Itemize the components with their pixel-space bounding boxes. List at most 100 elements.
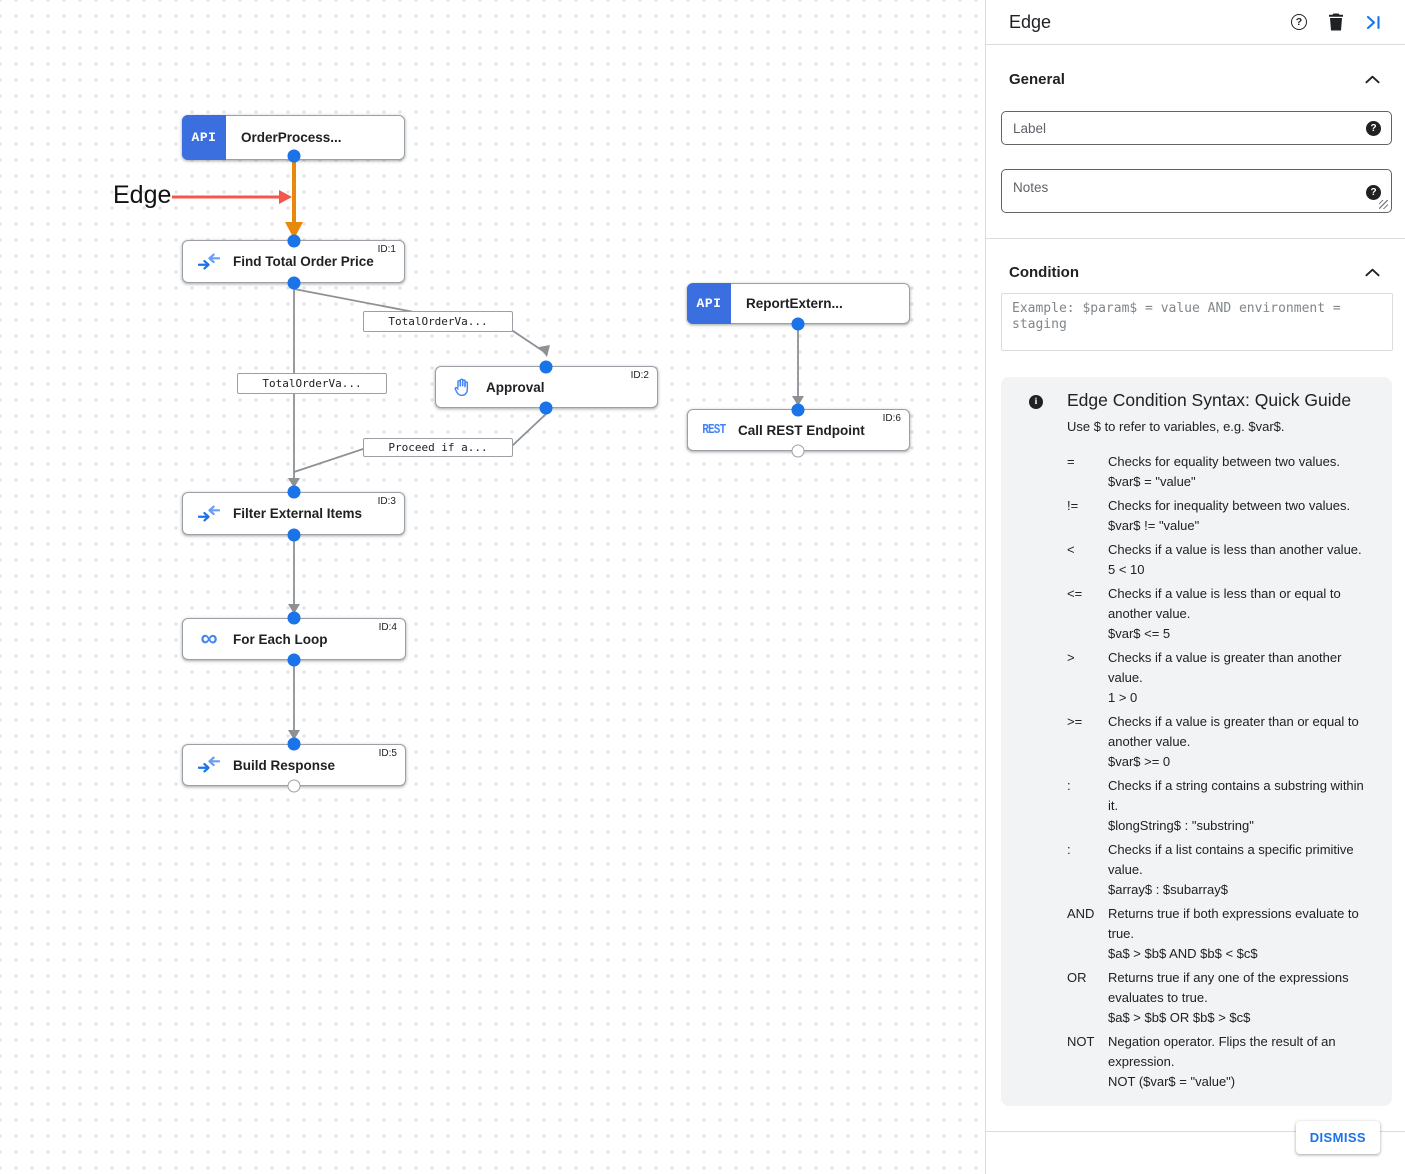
edge-condition-label[interactable]: TotalOrderVa...: [237, 373, 387, 394]
port-out[interactable]: [287, 528, 301, 542]
node-build-response[interactable]: Build Response ID:5: [182, 744, 406, 786]
label-input[interactable]: [1002, 120, 1391, 136]
data-mapping-icon: [197, 253, 221, 271]
collapse-panel-icon[interactable]: [1365, 15, 1381, 30]
flow-canvas[interactable]: Edge API OrderProcess... Find Total Orde…: [0, 0, 985, 1174]
rule-description: Returns true if any one of the expressio…: [1108, 970, 1349, 1005]
data-mapping-icon: [197, 505, 221, 523]
node-id-badge: ID:4: [378, 622, 397, 633]
rule-description: Checks if a string contains a substring …: [1108, 778, 1364, 813]
guide-rule: = Checks for equality between two values…: [1067, 452, 1376, 492]
notes-help-icon[interactable]: ?: [1366, 185, 1381, 200]
annotation-edge-label: Edge: [113, 181, 172, 209]
data-mapping-icon: [197, 756, 221, 774]
loop-infinity-icon: ∞: [200, 625, 218, 652]
guide-rule: OR Returns true if any one of the expres…: [1067, 968, 1376, 1028]
dismiss-button[interactable]: DISMISS: [1295, 1121, 1380, 1154]
gray-arrowheads: [288, 345, 804, 740]
node-id-badge: ID:2: [630, 370, 649, 381]
guide-intro: Use $ to refer to variables, e.g. $var$.: [1067, 419, 1285, 434]
port-in[interactable]: [287, 485, 301, 499]
rule-description: Negation operator. Flips the result of a…: [1108, 1034, 1336, 1069]
node-id-badge: ID:1: [377, 244, 396, 255]
port-in[interactable]: [287, 737, 301, 751]
port-out[interactable]: [791, 317, 805, 331]
help-icon[interactable]: ?: [1291, 14, 1307, 30]
textarea-resize-handle[interactable]: [1379, 200, 1388, 209]
rule-description: Checks if a value is less than or equal …: [1108, 586, 1341, 621]
port-in[interactable]: [287, 234, 301, 248]
rule-example: 1 > 0: [1108, 690, 1138, 705]
footer-divider: [986, 1131, 1405, 1132]
node-title: For Each Loop: [233, 631, 328, 647]
label-help-icon[interactable]: ?: [1366, 120, 1381, 136]
rule-example: $var$ != "value": [1108, 518, 1200, 533]
node-title: Approval: [486, 379, 545, 395]
port-in[interactable]: [287, 611, 301, 625]
general-section-header[interactable]: General: [986, 71, 1405, 88]
port-in[interactable]: [791, 403, 805, 417]
delete-icon[interactable]: [1328, 13, 1344, 31]
guide-rule: : Checks if a string contains a substrin…: [1067, 776, 1376, 836]
node-order-process-trigger[interactable]: API OrderProcess...: [182, 115, 405, 160]
rule-example: $var$ = "value": [1108, 474, 1196, 489]
node-title: OrderProcess...: [241, 130, 342, 145]
port-out[interactable]: [287, 149, 301, 163]
rule-example: $array$ : $subarray$: [1108, 882, 1228, 897]
guide-rule: : Checks if a list contains a specific p…: [1067, 840, 1376, 900]
rule-description: Checks for inequality between two values…: [1108, 498, 1351, 513]
label-field-wrapper: ?: [1001, 111, 1392, 145]
annotation-arrow: [172, 190, 292, 204]
port-in[interactable]: [539, 360, 553, 374]
rule-operator: NOT: [1067, 1034, 1095, 1049]
rule-example: $var$ >= 0: [1108, 754, 1171, 769]
node-title: Call REST Endpoint: [738, 422, 865, 438]
panel-header: Edge ?: [986, 0, 1405, 45]
rule-operator: :: [1067, 842, 1071, 857]
rule-operator: OR: [1067, 970, 1087, 985]
port-out-empty[interactable]: [791, 444, 805, 458]
rest-icon: REST: [702, 422, 726, 438]
guide-rule: < Checks if a value is less than another…: [1067, 540, 1376, 580]
node-id-badge: ID:5: [378, 748, 397, 759]
edge-find-to-approval: [293, 288, 544, 352]
rule-operator: :: [1067, 778, 1071, 793]
rule-description: Checks if a value is greater than anothe…: [1108, 650, 1342, 685]
port-out[interactable]: [287, 653, 301, 667]
node-id-badge: ID:6: [882, 413, 901, 424]
port-out[interactable]: [287, 276, 301, 290]
node-report-extern-trigger[interactable]: API ReportExtern...: [687, 283, 910, 324]
rule-description: Checks if a value is greater than or equ…: [1108, 714, 1359, 749]
edge-condition-label[interactable]: Proceed if a...: [363, 438, 513, 457]
condition-input[interactable]: [1001, 293, 1393, 351]
rule-description: Checks if a value is less than another v…: [1108, 542, 1362, 557]
node-title: ReportExtern...: [746, 296, 843, 311]
node-title: Filter External Items: [233, 506, 363, 521]
api-trigger-badge: API: [687, 283, 731, 324]
api-trigger-badge: API: [182, 115, 226, 160]
port-out-empty[interactable]: [287, 779, 301, 793]
rule-operator: !=: [1067, 498, 1079, 513]
rule-operator: >: [1067, 650, 1075, 665]
section-divider: [986, 238, 1405, 239]
guide-title: Edge Condition Syntax: Quick Guide: [1067, 390, 1352, 410]
node-for-each-loop[interactable]: ∞ For Each Loop ID:4: [182, 618, 406, 660]
rule-example: $var$ <= 5: [1108, 626, 1171, 641]
notes-input[interactable]: [1002, 170, 1391, 204]
guide-rule: AND Returns true if both expressions eva…: [1067, 904, 1376, 964]
node-title: Build Response: [233, 757, 336, 773]
port-out[interactable]: [539, 401, 553, 415]
rule-example: NOT ($var$ = "value"): [1108, 1074, 1236, 1089]
chevron-up-icon[interactable]: [1365, 75, 1380, 84]
edge-condition-label[interactable]: TotalOrderVa...: [363, 311, 513, 332]
edge-properties-panel: Edge ? General: [985, 0, 1405, 1174]
general-section-title: General: [1009, 71, 1065, 88]
rule-description: Checks if a list contains a specific pri…: [1108, 842, 1354, 877]
chevron-up-icon[interactable]: [1365, 268, 1380, 277]
node-filter-external-items[interactable]: Filter External Items ID:3: [182, 492, 405, 535]
rule-operator: =: [1067, 454, 1075, 469]
rule-description: Checks for equality between two values.: [1108, 454, 1340, 469]
condition-section-header[interactable]: Condition: [986, 264, 1405, 281]
guide-rule: > Checks if a value is greater than anot…: [1067, 648, 1376, 708]
rule-example: $longString$ : "substring": [1108, 818, 1254, 833]
